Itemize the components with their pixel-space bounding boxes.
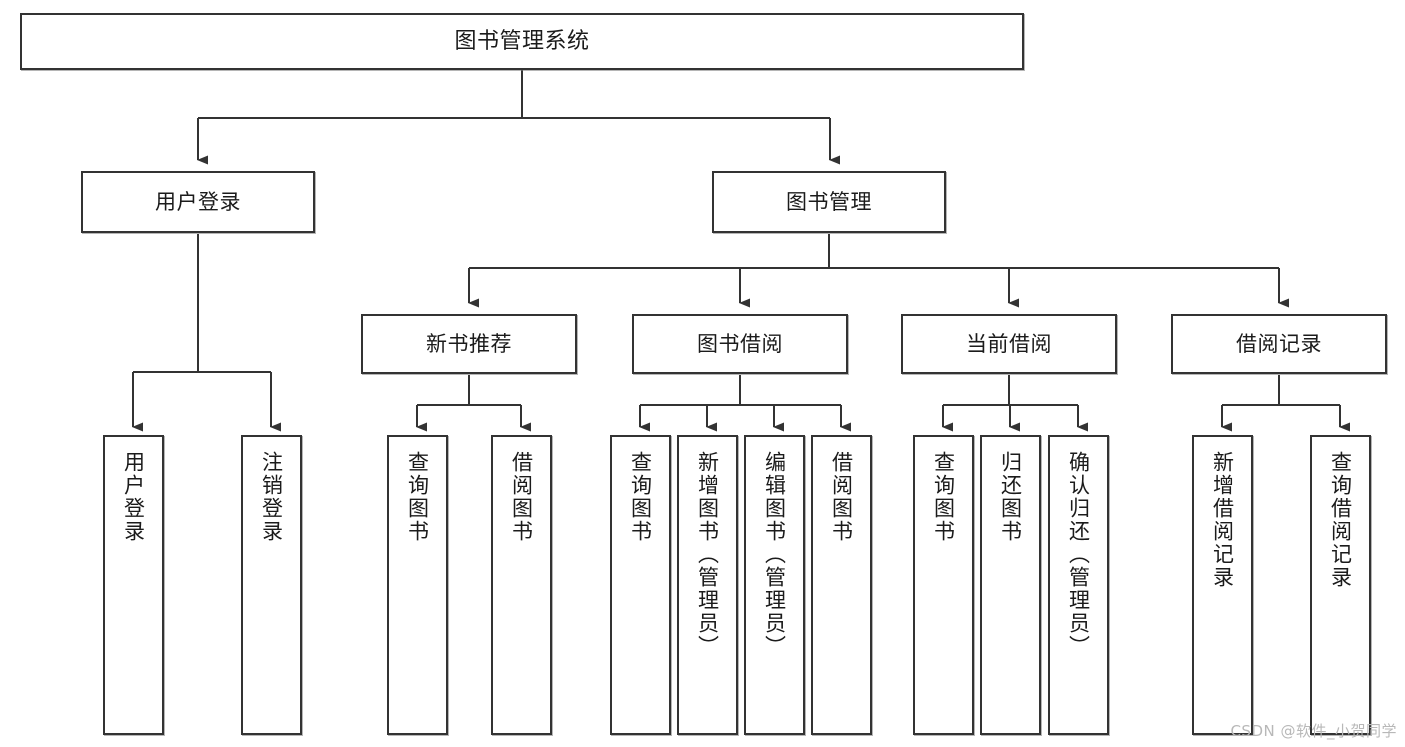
node-current-borrowing[interactable]: 当前借阅 (901, 314, 1117, 374)
node-label: 借阅图书 (509, 451, 534, 543)
node-label: 借阅图书 (829, 451, 854, 543)
leaf-new-book-query[interactable]: 查询图书 (387, 435, 448, 735)
node-label: 归还图书 (998, 451, 1023, 543)
node-book-management[interactable]: 图书管理 (712, 171, 946, 233)
node-label: 确认归还（管理员） (1066, 451, 1091, 658)
leaf-book-borrow-add[interactable]: 新增图书（管理员） (677, 435, 738, 735)
node-label: 查询图书 (931, 451, 956, 543)
node-user-login[interactable]: 用户登录 (81, 171, 315, 233)
node-new-book-recommendation[interactable]: 新书推荐 (361, 314, 577, 374)
node-label: 新增图书（管理员） (695, 451, 720, 658)
leaf-user-login-signout[interactable]: 注销登录 (241, 435, 302, 735)
node-label: 新书推荐 (426, 331, 512, 356)
leaf-book-borrow-query[interactable]: 查询图书 (610, 435, 671, 735)
leaf-borrow-record-add[interactable]: 新增借阅记录 (1192, 435, 1253, 735)
node-label: 用户登录 (121, 451, 146, 543)
node-label: 借阅记录 (1236, 331, 1322, 356)
leaf-new-book-borrow[interactable]: 借阅图书 (491, 435, 552, 735)
leaf-borrow-record-query[interactable]: 查询借阅记录 (1310, 435, 1371, 735)
leaf-current-borrow-confirm-return[interactable]: 确认归还（管理员） (1048, 435, 1109, 735)
node-book-borrowing[interactable]: 图书借阅 (632, 314, 848, 374)
leaf-user-login-signin[interactable]: 用户登录 (103, 435, 164, 735)
node-label: 图书借阅 (697, 331, 783, 356)
node-label: 查询借阅记录 (1328, 451, 1353, 589)
node-root-book-management-system[interactable]: 图书管理系统 (20, 13, 1024, 70)
node-label: 当前借阅 (966, 331, 1052, 356)
node-label: 注销登录 (259, 451, 284, 543)
node-label: 用户登录 (155, 189, 241, 214)
node-label: 图书管理 (786, 189, 872, 214)
node-borrowing-records[interactable]: 借阅记录 (1171, 314, 1387, 374)
node-label: 新增借阅记录 (1210, 451, 1235, 589)
leaf-book-borrow-edit[interactable]: 编辑图书（管理员） (744, 435, 805, 735)
leaf-current-borrow-return[interactable]: 归还图书 (980, 435, 1041, 735)
node-label: 查询图书 (405, 451, 430, 543)
node-label: 图书管理系统 (454, 28, 590, 54)
leaf-current-borrow-query[interactable]: 查询图书 (913, 435, 974, 735)
csdn-watermark: CSDN @软件_小贺同学 (1230, 722, 1397, 740)
node-label: 查询图书 (628, 451, 653, 543)
node-label: 编辑图书（管理员） (762, 451, 787, 658)
leaf-book-borrow-borrow[interactable]: 借阅图书 (811, 435, 872, 735)
